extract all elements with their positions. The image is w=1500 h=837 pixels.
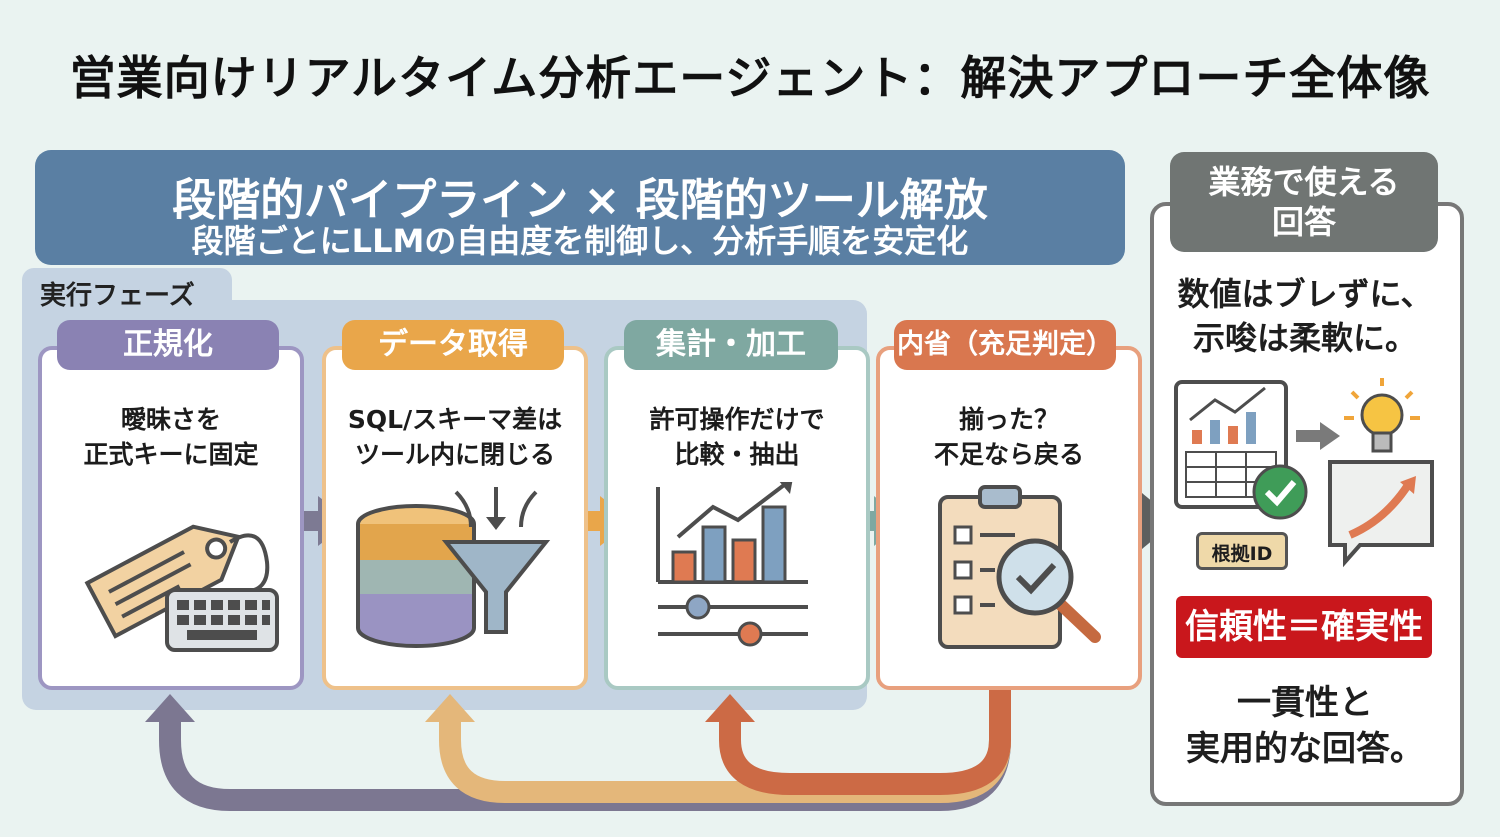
banner-main-text: 段階的パイプライン × 段階的ツール解放 [172,175,988,226]
step-tab-reflect: 内省（充足判定） [894,320,1116,370]
step-desc: 許可操作だけで 比較・抽出 [649,405,825,469]
step-card-fetch: SQL/スキーマ差は ツール内に閉じる [322,346,588,690]
result-footer: 一貫性と 実用的な回答。 [1186,683,1424,769]
page-title: 営業向けリアルタイム分析エージェント：解決アプローチ全体像 [69,51,1431,105]
trust-badge: 信頼性＝確実性 [1176,596,1432,658]
step-desc: SQL/スキーマ差は ツール内に閉じる [347,405,563,469]
step-tab-aggregate: 集計・加工 [624,320,838,370]
approach-banner: 段階的パイプライン × 段階的ツール解放 段階ごとにLLMの自由度を制御し、分析… [35,150,1125,265]
bar-chart-sliders-icon [656,482,808,647]
step-desc: 曖昧さを 正式キーに固定 [83,405,259,469]
loop-to-aggregate [719,690,1011,795]
phase-label: 実行フェーズ [40,281,195,311]
step-card-reflect: 揃った？ 不足なら戻る [876,346,1142,690]
evidence-id-badge: 根拠ID [1196,532,1288,570]
checklist-magnifier-icon [938,485,1101,649]
step-card-normalize: 曖昧さを 正式キーに固定 [38,346,304,690]
step-desc: 揃った？ 不足なら戻る [933,405,1084,469]
database-funnel-icon [356,487,551,648]
report-insight-icon [1174,378,1434,568]
result-tab: 業務で使える 回答 [1170,152,1438,252]
step-card-aggregate: 許可操作だけで 比較・抽出 [604,346,870,690]
step-tab-normalize: 正規化 [57,320,279,370]
step-tab-fetch: データ取得 [342,320,564,370]
tag-keyboard-icon [84,524,279,652]
banner-sub-text: 段階ごとにLLMの自由度を制御し、分析手順を安定化 [191,222,969,260]
result-headline: 数値はブレずに、 示唆は柔軟に。 [1177,275,1433,357]
